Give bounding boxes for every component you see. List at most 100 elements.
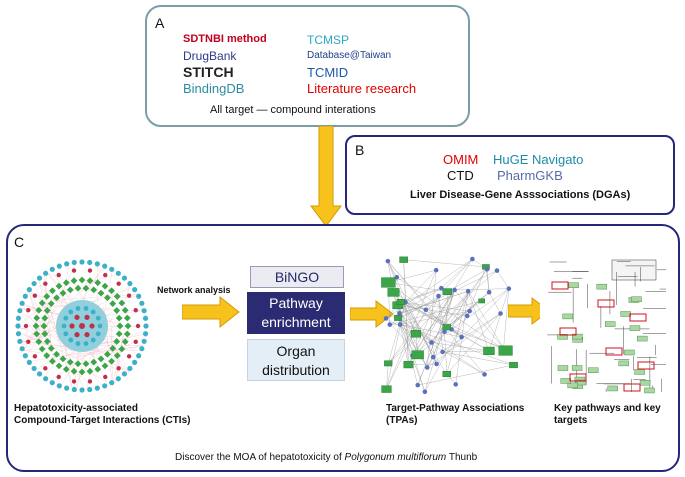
cti-node	[49, 380, 55, 386]
cti-node	[101, 282, 109, 290]
target-node	[415, 382, 421, 388]
cti-node	[97, 289, 105, 297]
source-stitch: STITCH	[183, 64, 234, 80]
cti-node	[59, 355, 67, 363]
right-arrow-1	[182, 295, 240, 329]
map-gene	[562, 313, 573, 320]
tpas-caption: Target-Pathway Associations (TPAs)	[386, 403, 524, 427]
cti-node	[139, 346, 145, 352]
map-gene	[620, 311, 631, 317]
cti-node	[84, 332, 90, 338]
cti-node	[109, 300, 117, 308]
cti-node	[123, 314, 131, 322]
map-gene	[571, 365, 583, 371]
cti-node	[15, 315, 22, 321]
cti-node	[102, 263, 108, 269]
key-target-box	[559, 327, 577, 336]
target-node	[433, 267, 439, 273]
cti-node	[33, 314, 41, 322]
cti-node	[71, 386, 77, 393]
pathway-node	[442, 370, 452, 378]
source-tcmsp: TCMSP	[307, 33, 349, 47]
cti-node	[62, 365, 70, 373]
pathway-node	[387, 288, 400, 297]
footer-species: Polygonum multiflorum	[344, 452, 447, 463]
cti-node	[22, 293, 28, 299]
cti-node	[70, 277, 78, 285]
key-caption-line2: targets	[554, 415, 588, 426]
cti-node	[139, 300, 145, 306]
target-node	[422, 389, 428, 395]
panel-a-caption: All target — compound interations	[210, 104, 376, 116]
pathway-node	[384, 360, 393, 367]
cti-node	[56, 383, 62, 389]
cti-node	[43, 366, 48, 371]
panel-b-disease-gene-sources: B OMIM HuGE Navigato CTD PharmGKB Liver …	[345, 135, 675, 215]
target-node	[453, 382, 459, 387]
cti-node	[47, 300, 55, 308]
panel-c-letter: C	[14, 234, 25, 250]
map-gene	[629, 325, 641, 331]
pathway-node	[509, 361, 518, 369]
target-node	[452, 287, 457, 293]
cti-node	[116, 366, 121, 371]
cti-node	[95, 331, 101, 337]
cti-node	[109, 266, 115, 272]
cti-node	[115, 330, 123, 338]
target-node	[482, 372, 487, 377]
tpa-network-graph	[381, 256, 518, 395]
cti-node	[53, 350, 60, 358]
cti-node	[103, 272, 108, 278]
target-node	[439, 285, 444, 291]
moa-footer: Discover the MOA of hepatotoxicity of Po…	[175, 452, 477, 463]
cti-node	[19, 300, 25, 306]
bingo-label: BiNGO	[274, 269, 320, 285]
cti-node	[32, 354, 38, 359]
cti-node	[101, 362, 109, 370]
cti-node	[118, 345, 126, 353]
pathway-label-line2: enrichment	[261, 314, 331, 330]
cti-node	[113, 352, 121, 359]
cti-node	[94, 279, 102, 287]
tpas-caption-line2: (TPAs)	[386, 415, 418, 426]
panel-b-caption: Liver Disease-Gene Asssociations (DGAs)	[410, 189, 631, 201]
cti-node	[87, 268, 93, 273]
key-target-box	[637, 361, 655, 370]
target-node	[484, 266, 490, 272]
pathway-node	[411, 350, 424, 360]
map-gene	[557, 365, 569, 371]
cti-node	[31, 280, 37, 287]
cti-network-graph	[14, 259, 149, 393]
organ-distribution-box: Organ distribution	[247, 339, 345, 381]
pathway-node	[399, 256, 408, 263]
cti-node	[43, 338, 51, 345]
cti-node	[113, 338, 121, 345]
pathway-node	[442, 288, 453, 296]
cti-node	[78, 368, 86, 376]
cti-node	[118, 299, 126, 307]
cti-node	[124, 322, 132, 330]
cti-node	[86, 367, 94, 375]
cti-node	[115, 376, 121, 382]
target-node	[423, 307, 429, 313]
key-target-box	[597, 299, 615, 308]
footer-prefix: Discover the MOA of hepatotoxicity of	[175, 452, 345, 463]
cti-node	[26, 339, 31, 344]
target-node	[470, 256, 475, 262]
cti-node	[108, 357, 115, 365]
cti-node	[79, 259, 85, 265]
cti-node	[84, 314, 90, 320]
cti-node	[90, 286, 98, 294]
cti-node	[90, 309, 96, 315]
pathway-label-line1: Pathway	[269, 295, 323, 311]
cti-node	[23, 323, 29, 329]
target-node	[506, 286, 512, 291]
cti-node	[15, 331, 22, 337]
cti-node	[132, 287, 138, 293]
network-analysis-label: Network analysis	[157, 285, 231, 295]
cti-node	[32, 322, 40, 330]
key-caption-line1: Key pathways and key	[554, 403, 661, 414]
cti-node	[78, 276, 86, 284]
cti-node	[90, 337, 96, 343]
cti-node	[56, 374, 61, 380]
